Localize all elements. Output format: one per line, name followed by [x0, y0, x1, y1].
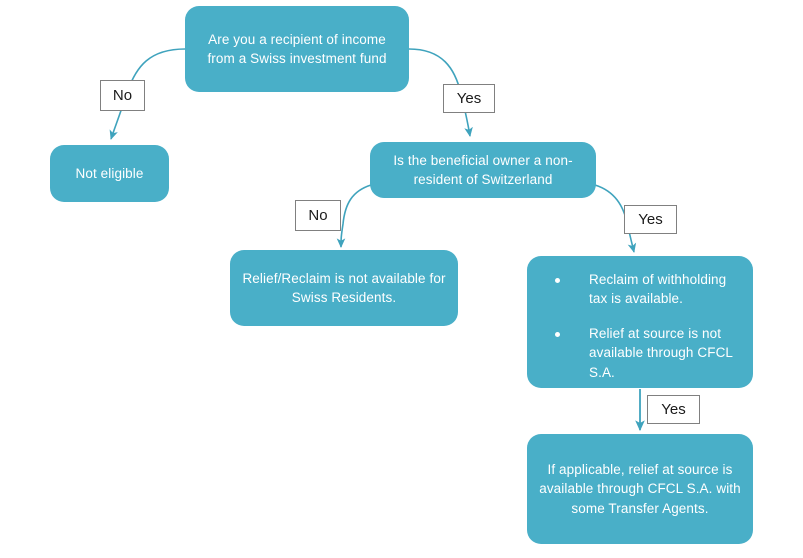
node-swiss-residents-label: Relief/Reclaim is not available for Swis…	[242, 270, 446, 305]
edge-label-fund-no-text: No	[112, 87, 133, 104]
bullet-icon	[555, 332, 560, 338]
node-relief-at-source-label: If applicable, relief at source is avail…	[539, 462, 741, 516]
node-question-beneficial-owner[interactable]: Is the beneficial owner a non-resident o…	[370, 142, 596, 198]
list-item-label: Relief at source is not available throug…	[589, 326, 733, 380]
edge-label-owner-no-text: No	[308, 207, 328, 224]
node-not-eligible-label: Not eligible	[75, 165, 144, 181]
node-question-beneficial-owner-label: Is the beneficial owner a non-resident o…	[393, 152, 573, 187]
bullet-icon	[555, 277, 560, 283]
edge-label-reclaim-yes: Yes	[647, 395, 700, 424]
node-question-fund-label: Are you a recipient of income from a Swi…	[207, 31, 387, 66]
edge-label-owner-yes: Yes	[624, 205, 677, 234]
node-reclaim-options[interactable]: Reclaim of withholding tax is available.…	[527, 256, 753, 388]
edge-label-fund-yes: Yes	[443, 84, 495, 113]
reclaim-options-list: Reclaim of withholding tax is available.…	[537, 270, 739, 382]
node-not-eligible[interactable]: Not eligible	[50, 145, 169, 202]
edge-label-reclaim-yes-text: Yes	[661, 401, 686, 418]
edge-label-fund-no: No	[100, 80, 145, 111]
list-item-label: Reclaim of withholding tax is available.	[589, 272, 727, 307]
node-relief-at-source[interactable]: If applicable, relief at source is avail…	[527, 434, 753, 544]
edge-label-owner-yes-text: Yes	[638, 211, 663, 228]
node-swiss-residents[interactable]: Relief/Reclaim is not available for Swis…	[230, 250, 458, 326]
list-item: Relief at source is not available throug…	[537, 324, 739, 381]
edge-label-fund-yes-text: Yes	[456, 90, 482, 107]
edge-label-owner-no: No	[295, 200, 341, 231]
edge-owner-no	[336, 184, 372, 248]
node-question-fund[interactable]: Are you a recipient of income from a Swi…	[185, 6, 409, 92]
list-item: Reclaim of withholding tax is available.	[537, 270, 739, 308]
